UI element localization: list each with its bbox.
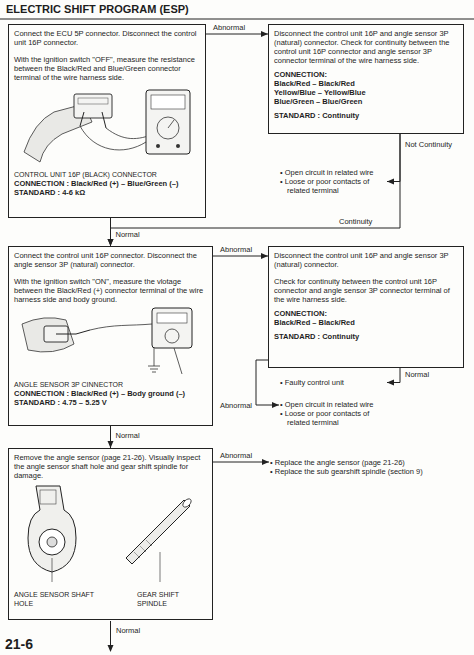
process-box: Disconnect the control unit 16P and angl… — [268, 246, 464, 368]
result-item: • Replace the sub gearshift spindle (sec… — [270, 467, 460, 476]
edge-label: Not Continuity — [404, 140, 453, 149]
page-number: 21-6 — [4, 636, 34, 652]
result-item: • Loose or poor contacts of related term… — [280, 177, 386, 195]
title-rule — [0, 19, 474, 20]
illustration-area — [14, 480, 207, 590]
spec-text: CONNECTION: — [274, 309, 458, 318]
spec-text: CONNECTION : Black/Red (+) – Body ground… — [14, 389, 207, 398]
instruction-text: Disconnect the control unit 16P and angl… — [274, 29, 458, 65]
process-box: Disconnect the control unit 16P and angl… — [268, 24, 464, 134]
resistance-test-illustration — [14, 82, 202, 168]
result-note: • Open circuit in related wire• Loose or… — [280, 168, 386, 195]
result-note: • Replace the angle sensor (page 21-26)•… — [270, 458, 460, 476]
figure-caption: GEAR SHIFT SPINDLE — [137, 590, 207, 608]
process-box: Remove the angle sensor (page 21-26). Vi… — [8, 448, 213, 620]
flow-label: Normal — [115, 626, 141, 635]
edge-label: Normal — [404, 370, 430, 379]
instruction-text: Connect the ECU 5P connector. Disconnect… — [14, 29, 200, 47]
result-item: • Open circuit in related wire — [280, 168, 386, 177]
flow-arrow — [213, 462, 269, 463]
instruction-text: Disconnect the control unit 16P and angl… — [274, 251, 458, 269]
result-item: • Loose or poor contacts of related term… — [280, 409, 386, 427]
edge-label: Abnormal — [219, 451, 253, 460]
illustration-area — [14, 304, 207, 380]
edge-label: Abnormal — [212, 23, 246, 32]
illustration-area — [14, 82, 200, 170]
spec-text: STANDARD : 4-6 kΩ — [14, 188, 200, 197]
flow-arrow — [387, 134, 400, 182]
exit-line — [110, 621, 111, 646]
exit-arrowhead — [108, 645, 114, 652]
result-item: • Open circuit in related wire — [280, 400, 386, 409]
flow-arrow — [206, 34, 268, 35]
result-note: • Open circuit in related wire• Loose or… — [280, 400, 386, 427]
edge-label: Normal — [115, 230, 141, 239]
spec-text: STANDARD : Continuity — [274, 111, 458, 120]
instruction-text: Remove the angle sensor (page 21-26). Vi… — [14, 453, 207, 480]
process-box: Connect the ECU 5P connector. Disconnect… — [8, 24, 206, 218]
sensor-and-spindle-illustration — [14, 480, 207, 588]
result-note: • Faulty control unit — [280, 378, 386, 387]
flow-arrow — [387, 368, 400, 383]
instruction-text: Connect the control unit 16P connector. … — [14, 251, 207, 269]
page-title: ELECTRIC SHIFT PROGRAM (ESP) — [6, 3, 189, 16]
instruction-text: With the ignition switch "OFF", measure … — [14, 55, 200, 82]
voltage-test-illustration — [14, 304, 207, 378]
edge-label: Abnormal — [219, 401, 253, 410]
instruction-text: With the ignition switch "ON", measure t… — [14, 277, 207, 304]
edge-label: Normal — [115, 431, 141, 440]
flow-arrow — [110, 218, 111, 246]
flow-arrow — [110, 426, 111, 448]
instruction-text: Check for continuity between the control… — [274, 277, 458, 304]
caption-row: ANGLE SENSOR SHAFT HOLE GEAR SHIFT SPINDL… — [14, 590, 207, 608]
edge-label: Continuity — [338, 217, 373, 226]
spec-text: STANDARD : Continuity — [274, 332, 458, 341]
spec-text: Black/Red – Black/Red — [274, 318, 458, 327]
figure-caption: CONTROL UNIT 16P (BLACK) CONNECTOR — [14, 170, 200, 179]
spec-text: CONNECTION : Black/Red (+) – Blue/Green … — [14, 179, 200, 188]
flow-arrow — [213, 256, 268, 257]
spec-text: Black/Red – Black/Red Yellow/Blue – Yell… — [274, 79, 394, 106]
spec-text: CONNECTION: — [274, 70, 458, 79]
result-item: • Replace the angle sensor (page 21-26) — [270, 458, 460, 467]
process-box: Connect the control unit 16P connector. … — [8, 246, 213, 426]
figure-caption: ANGLE SENSOR SHAFT HOLE — [14, 590, 94, 608]
edge-label: Abnormal — [219, 245, 253, 254]
spec-text: STANDARD : 4.75 – 5.25 V — [14, 398, 207, 407]
figure-caption: ANGLE SENSOR 3P CINNECTOR — [14, 380, 207, 389]
result-item: • Faulty control unit — [280, 378, 386, 387]
